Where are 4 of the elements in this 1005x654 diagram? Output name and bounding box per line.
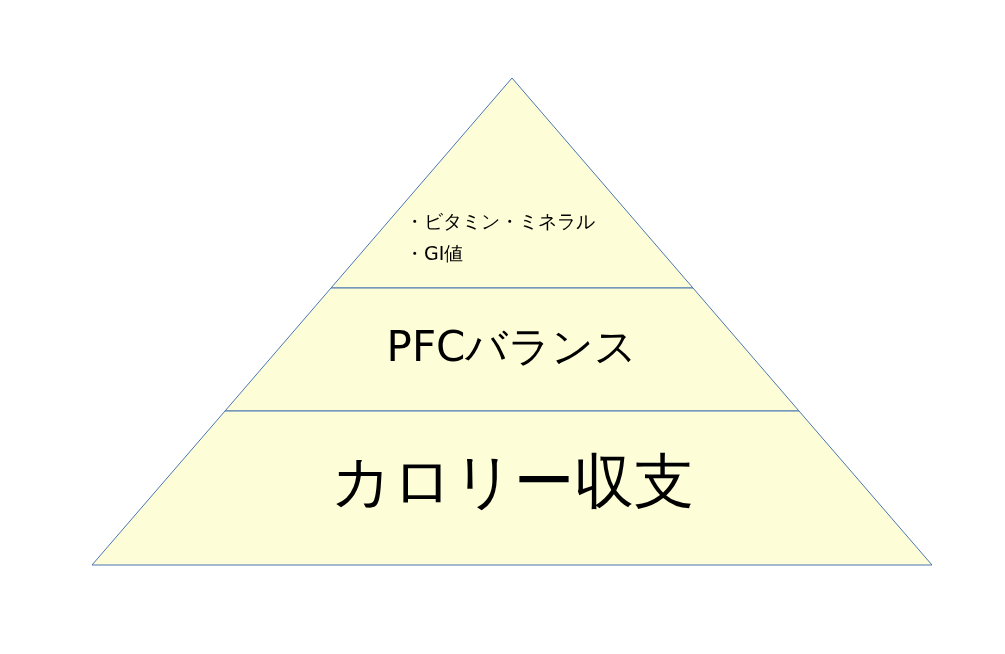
- tier-label: カロリー収支: [330, 451, 694, 511]
- bullet-item: ・GI値: [405, 244, 464, 263]
- tier-label: PFCバランス: [386, 326, 638, 368]
- bullet-item: ・ビタミン・ミネラル: [405, 212, 595, 231]
